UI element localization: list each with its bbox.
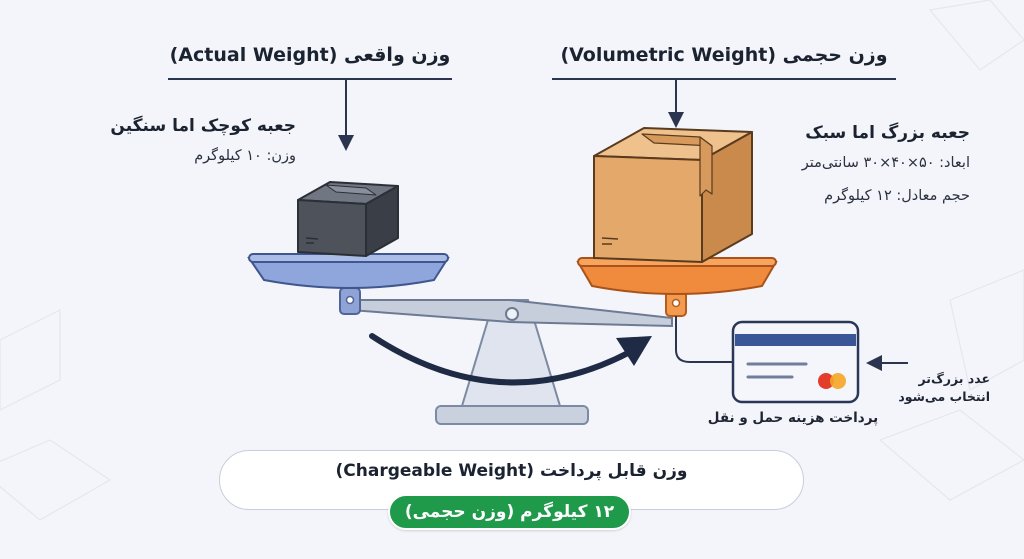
scale-pivot [505, 307, 519, 321]
comparison-arrow [369, 333, 633, 386]
big-light-box [593, 127, 753, 263]
small-box-title: جعبه کوچک اما سنگین [110, 116, 296, 136]
chargeable-weight-title: وزن قابل پرداخت (Chargeable Weight) [335, 461, 688, 481]
actual-weight-title: وزن واقعی (Actual Weight) [169, 44, 451, 66]
big-box-title: جعبه بزرگ اما سبک [805, 123, 970, 143]
small-box-weight: وزن: ۱۰ کیلوگرم [194, 148, 296, 164]
right-pan [576, 261, 778, 295]
shipping-cost-caption: پرداخت هزینه حمل و نقل [707, 410, 879, 426]
big-box-equivalent: حجم معادل: ۱۲ کیلوگرم [824, 188, 970, 204]
big-box-dimensions: ابعاد: ۵۰×۴۰×۳۰ سانتی‌متر [801, 155, 970, 171]
larger-number-note-line2: انتخاب می‌شود [898, 389, 990, 404]
volumetric-weight-title: وزن حجمی (Volumetric Weight) [560, 44, 888, 66]
card-connector [675, 316, 733, 363]
payment-card-icon [731, 320, 860, 404]
result-badge: ۱۲ کیلوگرم (وزن حجمی) [388, 494, 631, 530]
result-text: ۱۲ کیلوگرم (وزن حجمی) [404, 502, 615, 522]
left-pan [247, 257, 450, 289]
small-heavy-box [297, 181, 399, 257]
scale-base [435, 405, 589, 425]
larger-number-note-line1: عدد بزرگ‌تر [918, 371, 990, 386]
